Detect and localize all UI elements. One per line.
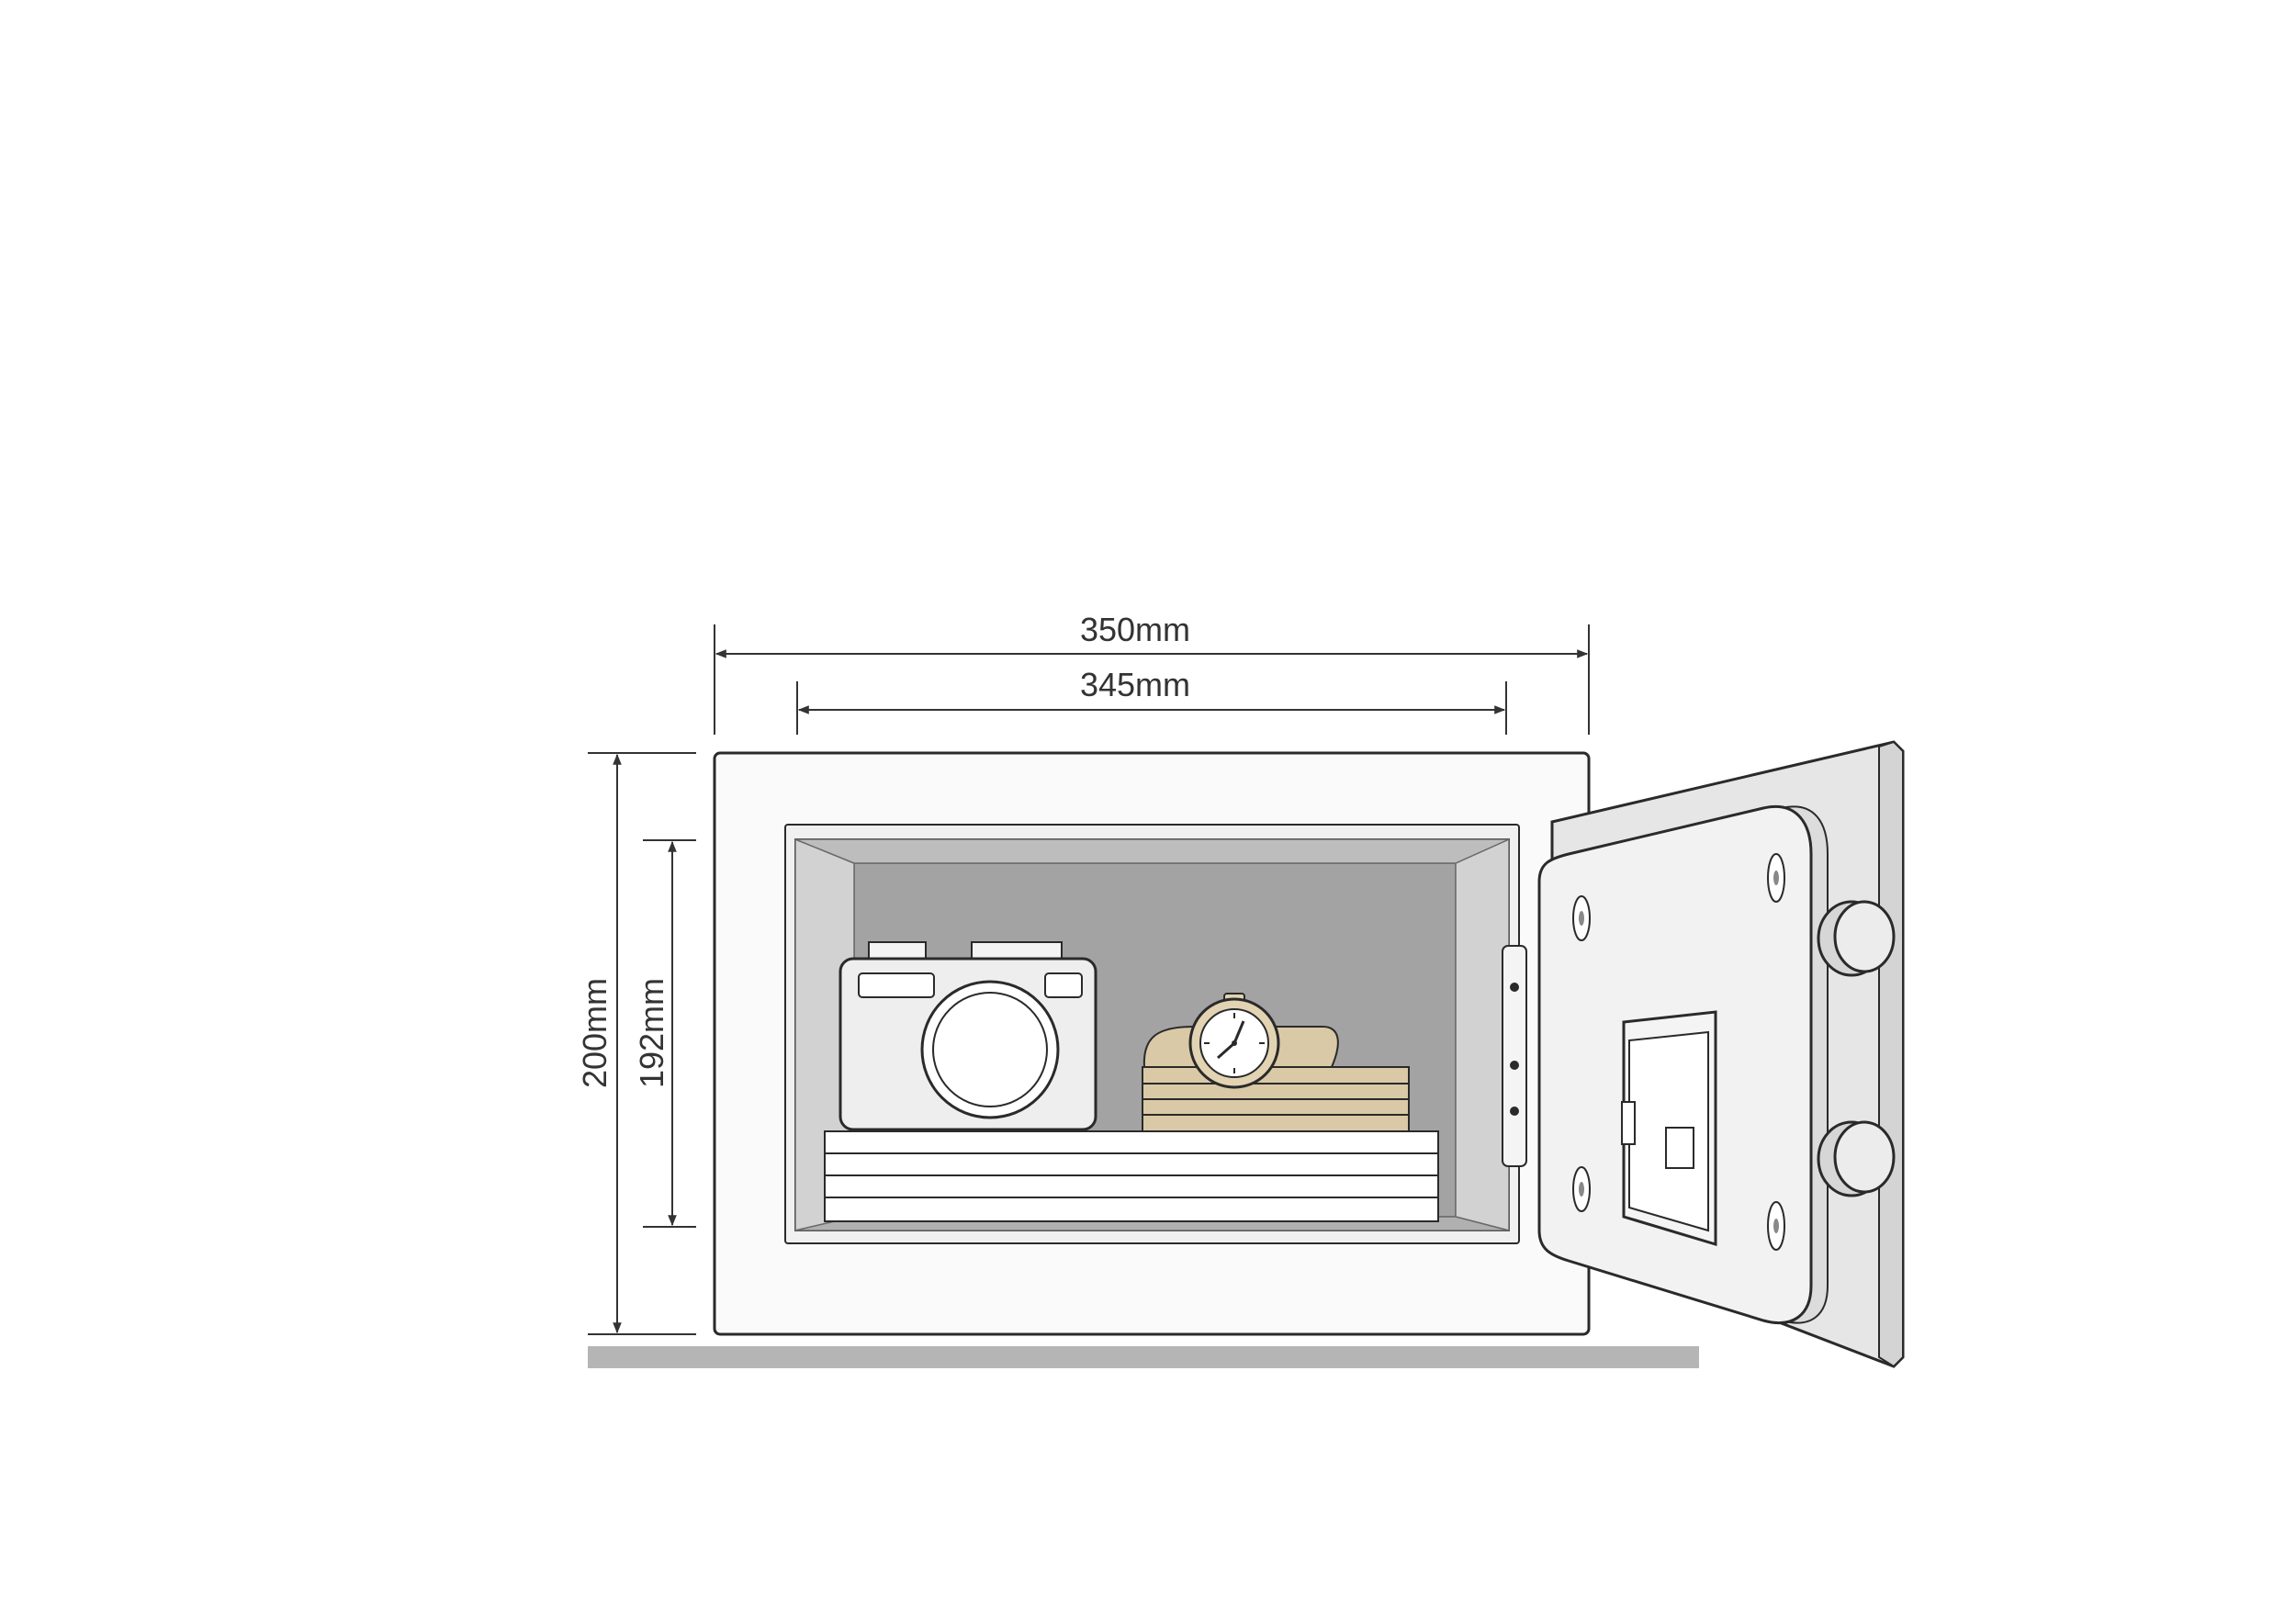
keypad-icon — [1621, 1010, 1717, 1247]
height-dimensions: 200mm 192mm — [576, 752, 696, 1335]
camera-icon — [838, 941, 1097, 1131]
inner-width-label: 345mm — [1080, 666, 1190, 703]
floor-bar — [588, 1346, 1699, 1368]
door-screws — [1572, 853, 1785, 1251]
hinge-icon — [1502, 945, 1527, 1167]
width-dimensions: 350mm 345mm — [714, 611, 1590, 735]
wood-box-icon — [1142, 1066, 1410, 1132]
outer-height-label: 200mm — [576, 978, 613, 1088]
outer-width-label: 350mm — [1080, 611, 1190, 648]
inner-height-label: 192mm — [633, 978, 670, 1088]
door-bolts — [1817, 900, 1896, 1197]
watch-icon — [1142, 993, 1339, 1089]
document-stack-icon — [824, 1130, 1439, 1222]
open-door — [1502, 740, 1905, 1368]
